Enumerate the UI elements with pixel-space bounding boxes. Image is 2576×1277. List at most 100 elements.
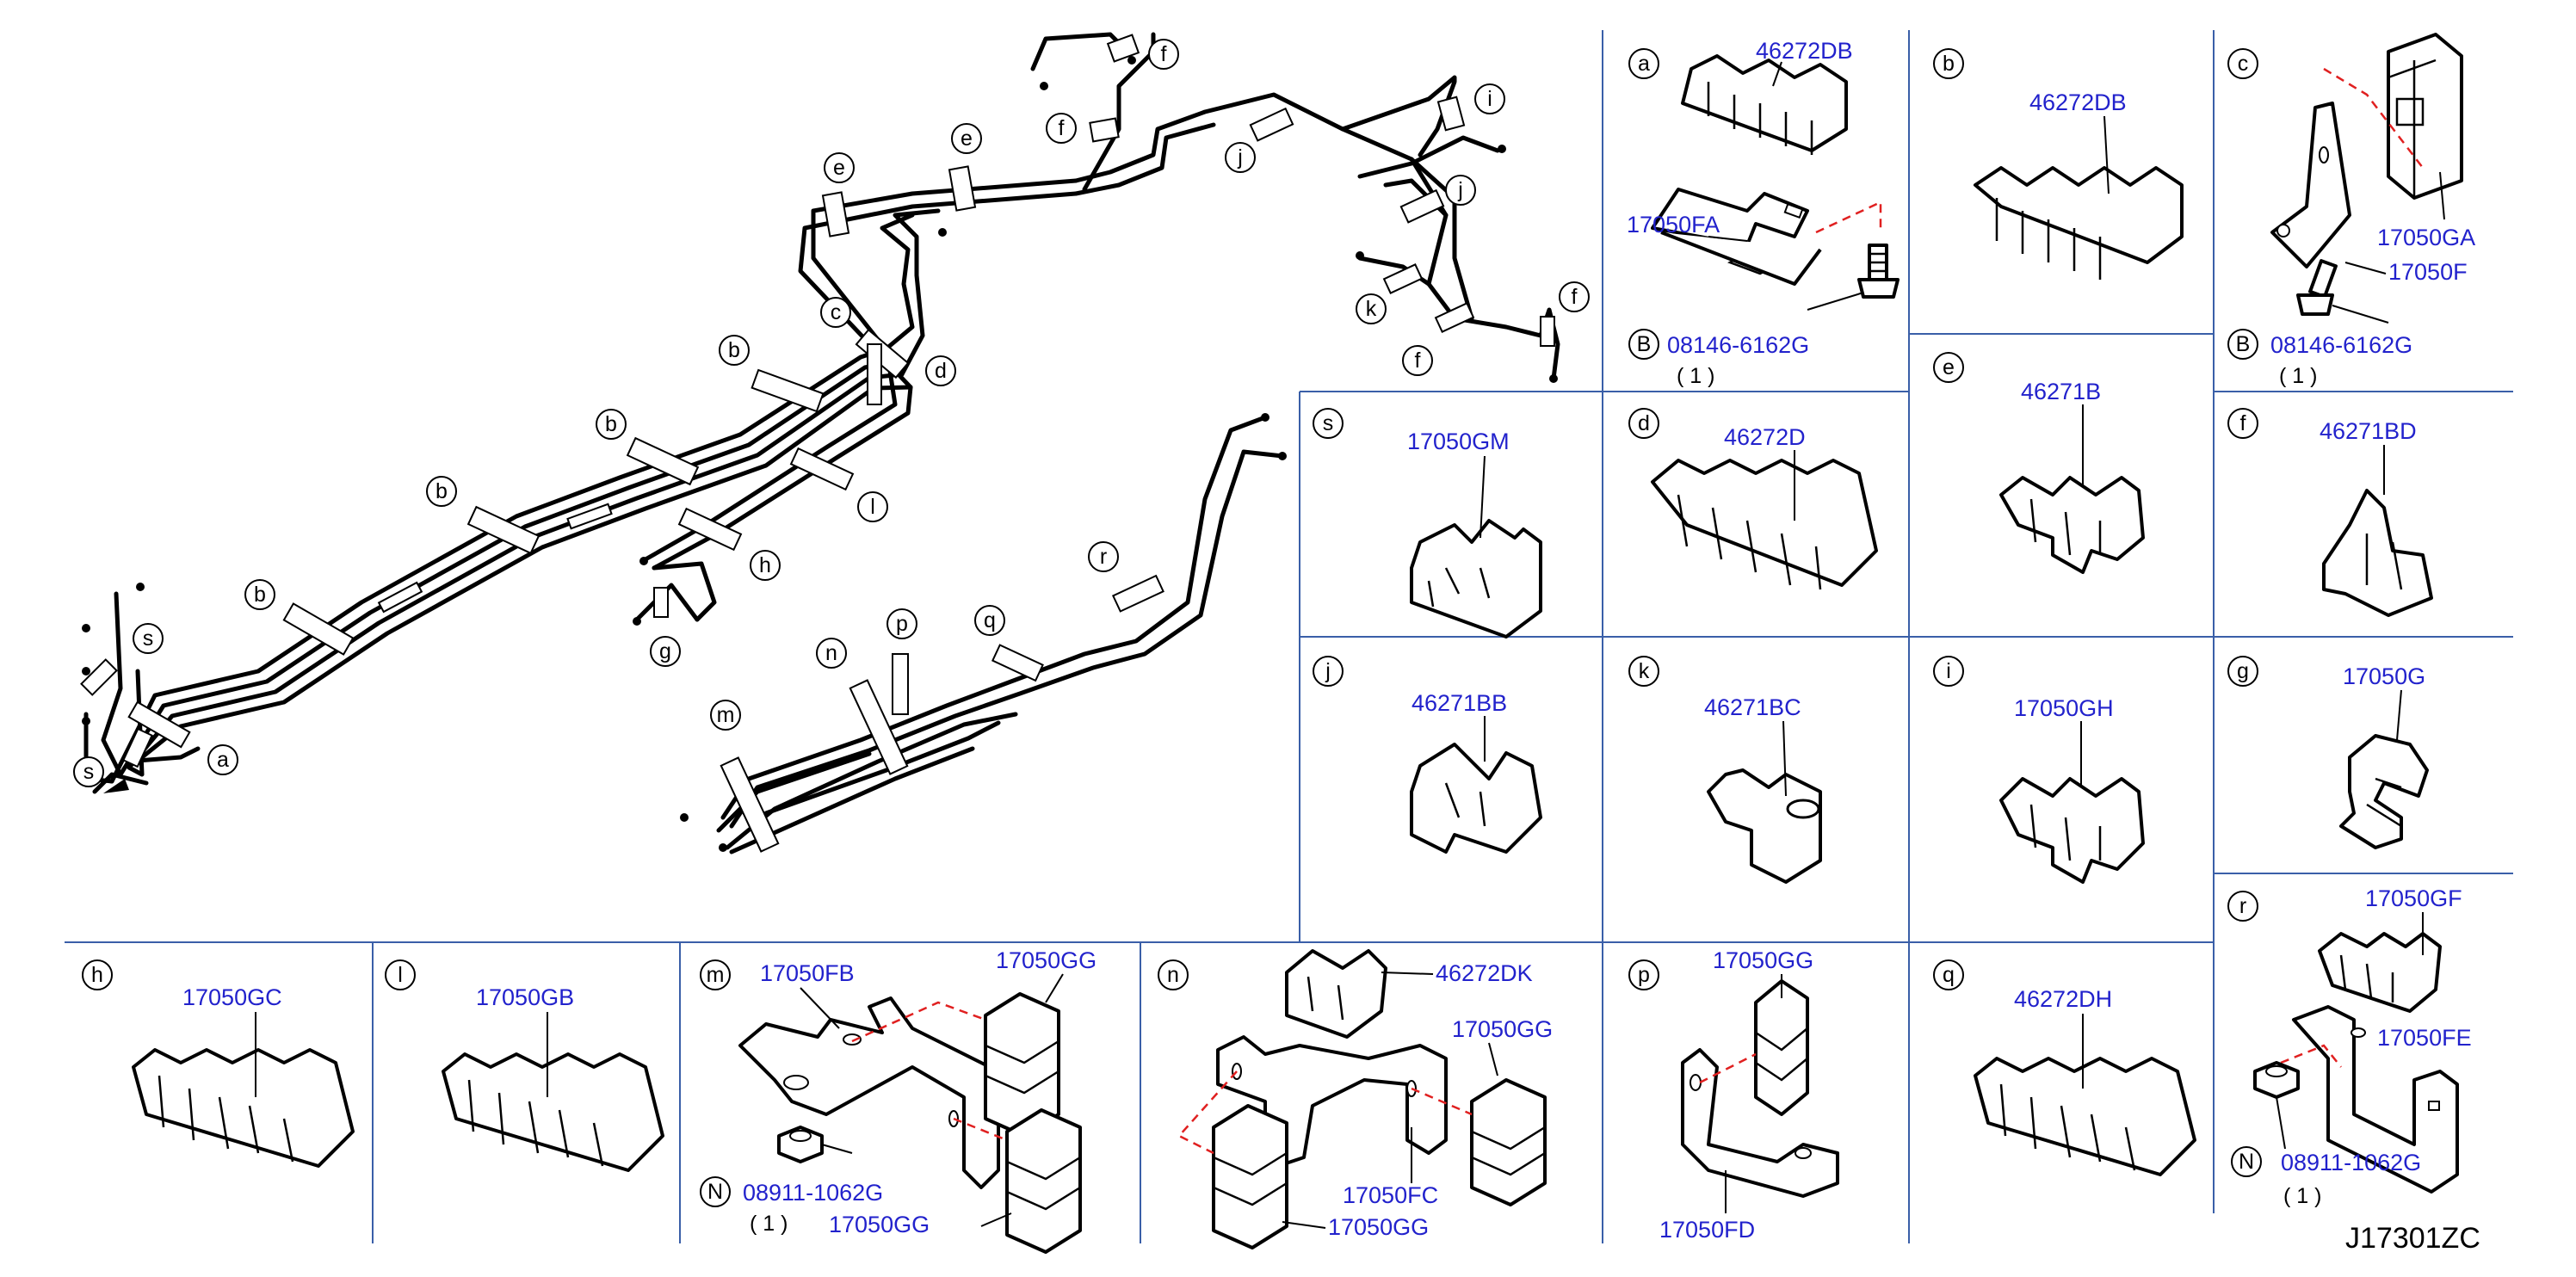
callout-b: b xyxy=(436,479,448,503)
part-number: 17050GF xyxy=(2365,885,2462,911)
quantity: ( 1 ) xyxy=(750,1212,788,1236)
rear-tube-bundle xyxy=(716,415,1285,854)
part-number: 08911-1062G xyxy=(2281,1150,2421,1175)
cell-q: q 46272DH xyxy=(1933,959,2196,1176)
cell-i: i 17050GH xyxy=(1933,656,2145,884)
svg-text:m: m xyxy=(707,963,725,987)
callout-e: e xyxy=(961,126,973,151)
part-number: 17050GB xyxy=(476,984,574,1010)
part-number: 17050GC xyxy=(182,984,282,1010)
part-number: 17050FE xyxy=(2377,1025,2472,1051)
cell-p: p 17050GG 17050FD xyxy=(1628,947,1839,1243)
part-number: 17050G xyxy=(2343,663,2425,689)
part-number: 17050GG xyxy=(1328,1214,1429,1240)
diagram-code: J17301ZC xyxy=(2345,1222,2480,1255)
cell-l: l 17050GB xyxy=(385,959,664,1172)
callout-g: g xyxy=(659,639,671,663)
callout-c: c xyxy=(831,300,842,324)
part-number: 17050GG xyxy=(1713,947,1813,973)
callout-p: p xyxy=(896,612,908,636)
part-number: 17050GG xyxy=(996,947,1096,973)
cell-m: m 17050FB 17050GG 17050GG N 08911-1062G … xyxy=(700,947,1096,1254)
cell-d: d 46272D xyxy=(1628,408,1878,590)
part-number: 17050FD xyxy=(1659,1217,1755,1243)
part-number: 46272DB xyxy=(1756,38,1853,64)
callout-a: a xyxy=(217,748,229,772)
svg-text:p: p xyxy=(1638,963,1650,987)
callout-b: b xyxy=(254,583,266,607)
svg-text:d: d xyxy=(1638,411,1650,435)
svg-text:B: B xyxy=(2236,332,2251,356)
svg-text:b: b xyxy=(1943,52,1955,76)
part-number: 17050FB xyxy=(760,960,855,986)
part-number: 08146-6162G xyxy=(1667,332,1809,358)
cell-r: r 17050GF 17050FE N 08911-1062G ( 1 ) xyxy=(2227,885,2472,1208)
callout-f: f xyxy=(1415,349,1421,373)
cell-e: e 46271B xyxy=(1933,352,2145,574)
svg-text:l: l xyxy=(398,963,403,987)
svg-text:N: N xyxy=(2239,1150,2254,1174)
svg-text:r: r xyxy=(2239,894,2246,918)
cell-j: j 46271BB xyxy=(1313,656,1542,854)
callout-s: s xyxy=(83,760,95,784)
callout-k: k xyxy=(1366,297,1377,321)
part-number: 17050FC xyxy=(1343,1182,1438,1208)
brake-tube-overview xyxy=(80,32,1560,854)
svg-text:j: j xyxy=(1325,659,1331,683)
clamp-marks xyxy=(80,34,1555,853)
svg-text:s: s xyxy=(1323,411,1334,435)
cell-s: s 17050GM xyxy=(1313,408,1542,638)
quantity: ( 1 ) xyxy=(2283,1184,2321,1208)
callout-r: r xyxy=(1100,545,1107,569)
callout-s: s xyxy=(143,626,154,651)
cell-n: n 46272DK 17050GG 17050FC 17050GG xyxy=(1158,949,1553,1249)
callout-n: n xyxy=(825,641,837,665)
callout-b: b xyxy=(728,338,740,362)
cell-h: h 17050GC xyxy=(82,959,355,1168)
cell-b: b 46272DB xyxy=(1933,48,2184,280)
svg-text:a: a xyxy=(1638,52,1650,76)
callout-e: e xyxy=(833,156,845,180)
callout-f: f xyxy=(1059,116,1065,140)
part-number: 17050GG xyxy=(1452,1016,1553,1042)
svg-text:n: n xyxy=(1167,963,1179,987)
callout-q: q xyxy=(984,608,996,632)
cell-f: f 46271BD xyxy=(2227,408,2433,617)
grid-lines xyxy=(65,30,2513,1243)
svg-text:f: f xyxy=(2240,411,2246,435)
part-number: 46272DK xyxy=(1436,960,1533,986)
part-number: 08911-1062G xyxy=(743,1180,883,1206)
part-number: 46271BD xyxy=(2320,418,2417,444)
callout-j: j xyxy=(1457,178,1463,202)
cell-k: k 46271BC xyxy=(1628,656,1822,884)
callout-d: d xyxy=(935,359,947,383)
svg-text:c: c xyxy=(2238,52,2249,76)
part-number: 17050FA xyxy=(1627,212,1720,238)
callout-h: h xyxy=(759,553,771,577)
quantity: ( 1 ) xyxy=(1677,364,1714,388)
part-number: 17050F xyxy=(2388,259,2468,285)
callout-f: f xyxy=(1161,42,1167,66)
cell-a: a 46272DB 17050FA B 08146-6162G ( 1 ) xyxy=(1627,38,1900,388)
callout-m: m xyxy=(717,703,735,727)
part-number: 46271BC xyxy=(1704,694,1801,720)
svg-text:g: g xyxy=(2237,659,2249,683)
svg-text:i: i xyxy=(1946,659,1951,683)
part-number: 46271BB xyxy=(1412,690,1507,716)
callout-f: f xyxy=(1572,285,1578,309)
part-number: 46272D xyxy=(1724,424,1806,450)
part-number: 46272DH xyxy=(2014,986,2112,1012)
svg-text:k: k xyxy=(1639,659,1650,683)
cell-g: g 17050G xyxy=(2227,656,2429,849)
main-tube-bundle xyxy=(109,346,913,784)
part-number: 17050GH xyxy=(2014,695,2114,721)
svg-text:B: B xyxy=(1637,332,1652,356)
part-number: 17050GA xyxy=(2377,225,2475,250)
cell-c: c 17050GA 17050F B 08146-6162G ( 1 ) xyxy=(2227,33,2475,388)
part-number: 08146-6162G xyxy=(2270,332,2412,358)
svg-text:e: e xyxy=(1943,355,1955,379)
svg-text:h: h xyxy=(91,963,103,987)
part-number: 17050GG xyxy=(829,1212,930,1237)
svg-text:N: N xyxy=(707,1180,723,1204)
